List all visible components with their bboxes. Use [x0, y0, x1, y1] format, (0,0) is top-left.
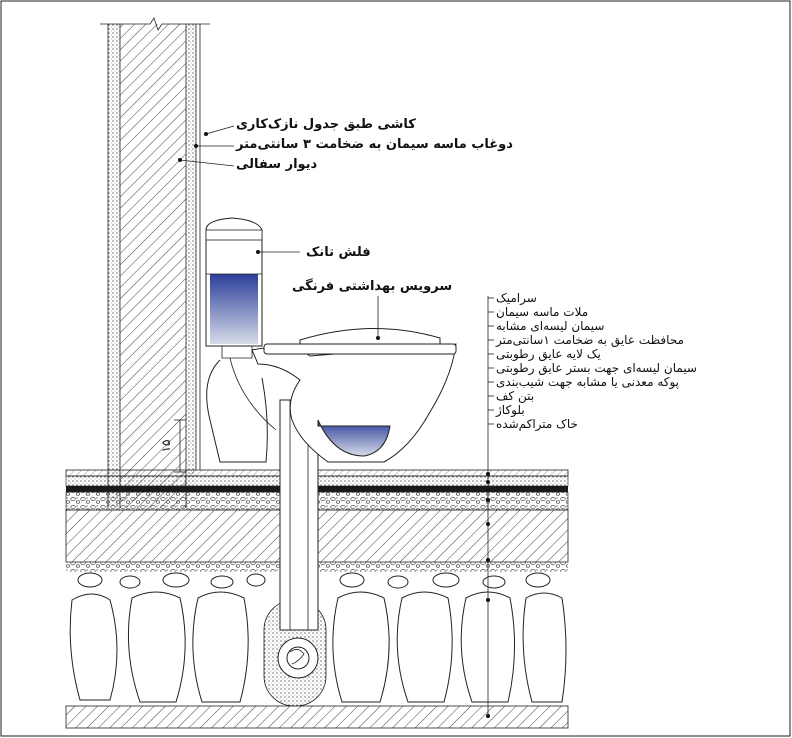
clay-block-wall: [100, 17, 210, 508]
bowl-water: [317, 419, 391, 457]
label-plaster: دوغاب ماسه سیمان به ضخامت ۳ سانتی‌متر: [235, 137, 513, 152]
layer-label-membrane: یک لایه عایق رطوبتی: [496, 347, 601, 362]
floor-layer-labels: سرامیک ملات ماسه سیمان سیمان لیسه‌ای مشا…: [488, 291, 697, 432]
toilet-bowl: [206, 327, 457, 463]
layer-label-slope: پوکه معدنی یا مشابه جهت شیب‌بندی: [496, 375, 679, 390]
flush-tank: [205, 217, 263, 359]
layer-label-ceramic: سرامیک: [496, 291, 537, 306]
label-flush-tank: فلش تانک: [306, 245, 371, 260]
wall-leaders: [178, 125, 380, 340]
label-tile: کاشی طبق جدول نازک‌کاری: [236, 117, 416, 132]
layer-label-slab: بتن کف: [496, 389, 534, 404]
tank-water: [210, 274, 258, 344]
skirting-dimension: [174, 419, 186, 473]
layer-label-bed: سیمان لیسه‌ای جهت بستر عایق رطوبتی: [496, 361, 697, 376]
toilet-lid: [299, 327, 441, 345]
stone-blockage: [69, 572, 567, 703]
floor-layer-leaders: [486, 296, 490, 718]
layer-label-slurry: سیمان لیسه‌ای مشابه: [496, 319, 604, 333]
layer-label-soil: خاک متراکم‌شده: [496, 417, 578, 432]
toilet-seat: [263, 343, 457, 355]
drain-pipe: [263, 399, 327, 707]
layer-label-mortar: ملات ماسه سیمان: [496, 305, 588, 319]
label-toilet: سرویس بهداشتی فرنگی: [292, 278, 452, 294]
layer-label-blocks: بلوکاژ: [495, 403, 525, 418]
dimension-label: ۱۵: [159, 440, 173, 453]
layer-label-insulation-protect: محافظت عایق به ضخامت ۱سانتی‌متر: [495, 333, 684, 348]
label-wall: دیوار سفالی: [236, 157, 318, 172]
